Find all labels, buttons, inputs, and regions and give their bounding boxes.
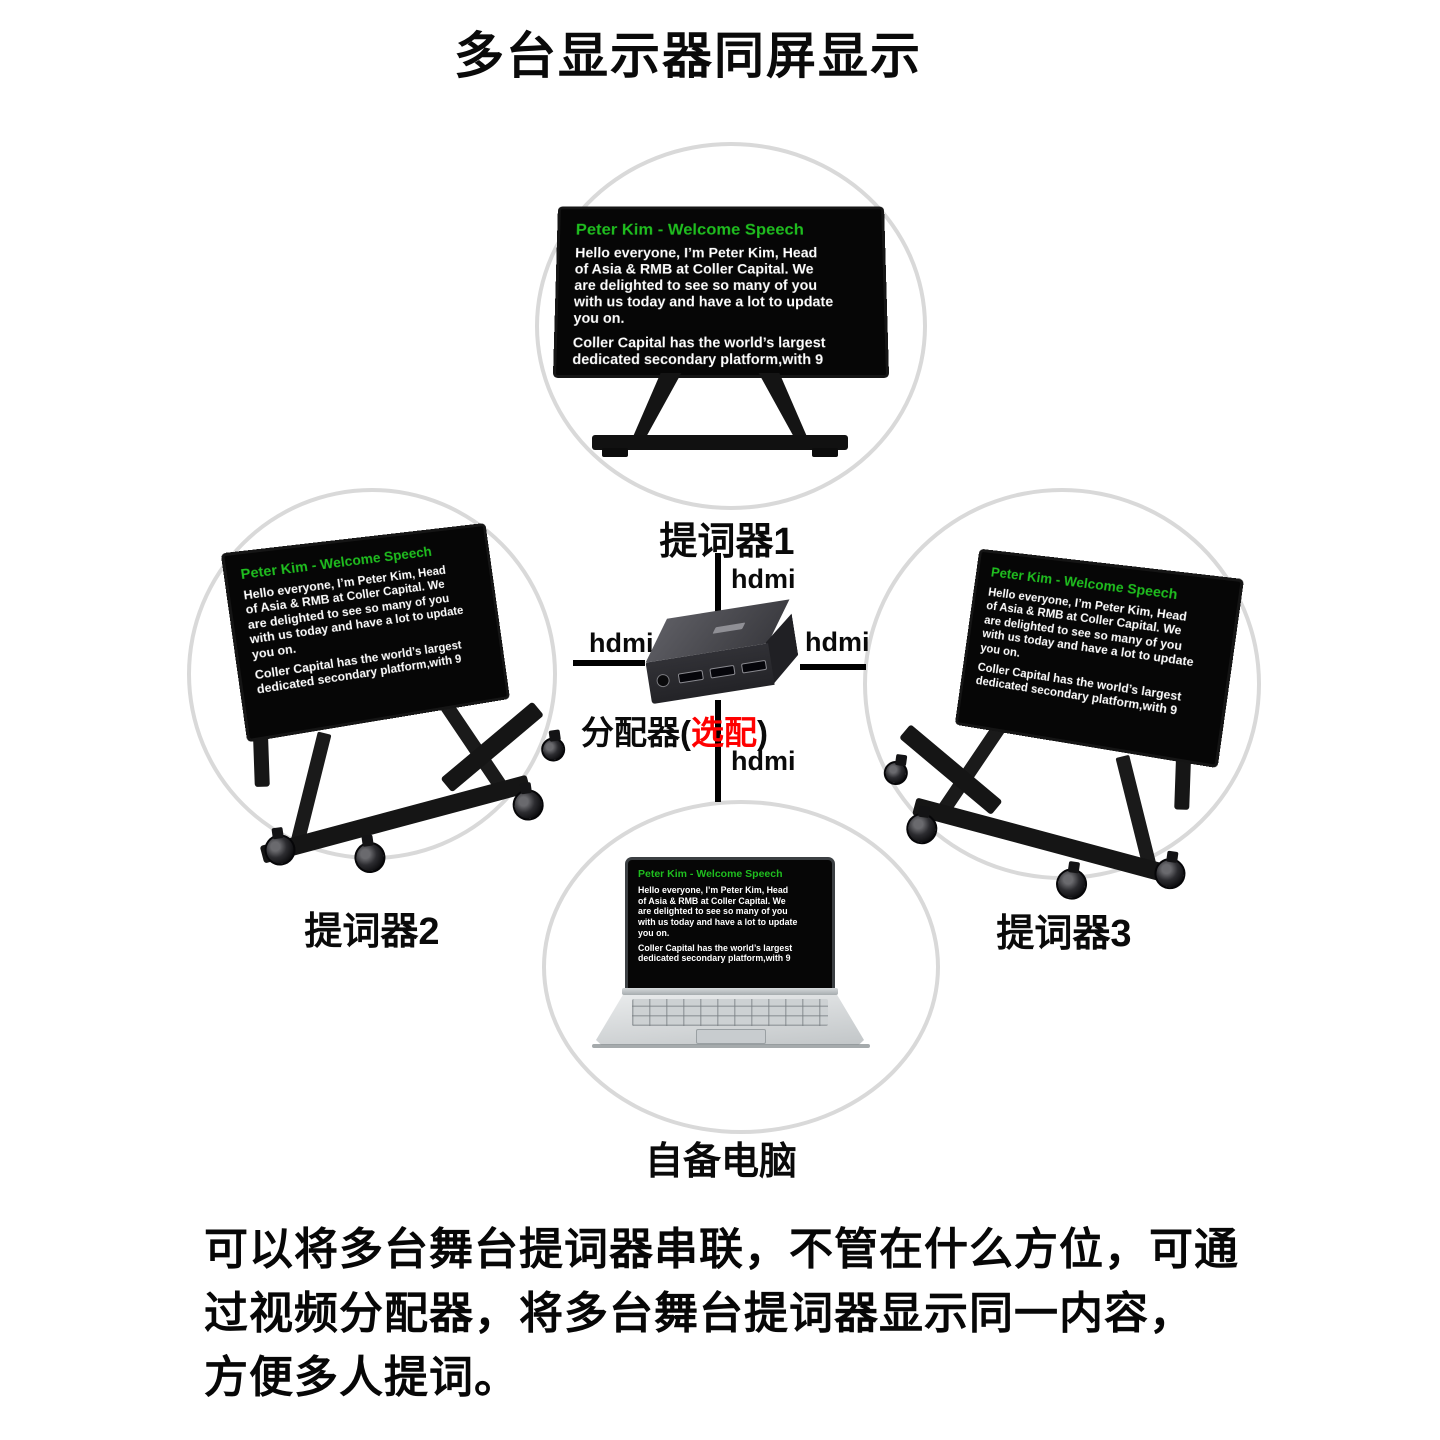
laptop-keyboard (632, 999, 828, 1026)
laptop-screen: Peter Kim - Welcome Speech Hello everyon… (628, 860, 832, 988)
hdmi-label-top: hdmi (731, 564, 796, 594)
cart-strut (1115, 754, 1157, 867)
caster-wheel (539, 735, 567, 764)
laptop: Peter Kim - Welcome Speech Hello everyon… (592, 856, 870, 1054)
caster-wheel (352, 840, 388, 876)
teleprompter-1: Peter Kim - Welcome Speech Hello everyon… (550, 195, 890, 473)
cart-strut (290, 731, 332, 844)
description-text: 可以将多台舞台提词器串联，不管在什么方位，可通 过视频分配器，将多台舞台提词器显… (204, 1225, 1239, 1402)
prompter2-label: 提词器2 (304, 911, 440, 953)
prompter1-label: 提词器1 (659, 521, 795, 563)
screen-body: Hello everyone, I’m Peter Kim, Head of A… (638, 885, 798, 938)
hdmi-port (740, 659, 768, 674)
power-port (655, 673, 671, 689)
screen-body-2: Coller Capital has the world’s largest d… (572, 335, 826, 368)
circle-prompter1 (535, 142, 927, 510)
stand-leg (632, 373, 682, 439)
hdmi-label-left: hdmi (589, 628, 654, 658)
stand-foot (602, 448, 628, 457)
teleprompter-3: Peter Kim - Welcome Speech Hello everyon… (882, 535, 1241, 902)
screen-body-2: Coller Capital has the world’s largest d… (638, 942, 793, 964)
teleprompter-2: Peter Kim - Welcome Speech Hello everyon… (213, 512, 567, 876)
teleprompter-2-screen: Peter Kim - Welcome Speech Hello everyon… (224, 526, 507, 739)
caster-wheel (882, 759, 910, 787)
hdmi-line-bottom (715, 700, 721, 802)
hdmi-port (677, 669, 704, 684)
prompter3-label: 提词器3 (996, 913, 1132, 955)
teleprompter-1-screen: Peter Kim - Welcome Speech Hello everyon… (556, 209, 886, 375)
laptop-front-edge (592, 1044, 870, 1048)
page-title: 多台显示器同屏显示 (454, 28, 922, 84)
laptop-label: 自备电脑 (644, 1141, 798, 1183)
laptop-trackpad (696, 1029, 766, 1044)
stand-leg (758, 373, 808, 439)
screen-title: Peter Kim - Welcome Speech (638, 868, 783, 880)
laptop-base (596, 995, 864, 1045)
splitter-label-suffix: ) (757, 714, 768, 751)
splitter-label-prefix: 分配器( (581, 714, 691, 751)
stand-foot (812, 448, 838, 457)
brand-logo (712, 622, 746, 634)
hdmi-line-top (715, 553, 721, 615)
splitter-label: 分配器(选配) (581, 706, 768, 754)
stand-base (592, 435, 848, 450)
hdmi-label-bottom: hdmi (731, 746, 796, 776)
circle-laptop (542, 800, 940, 1134)
splitter-label-option: 选配 (691, 714, 757, 751)
hdmi-line-left (573, 660, 645, 666)
screen-body: Hello everyone, I’m Peter Kim, Head of A… (573, 245, 834, 328)
hdmi-label-right: hdmi (805, 627, 870, 657)
hdmi-line-right (800, 664, 866, 670)
hdmi-port (709, 664, 736, 679)
laptop-hinge (622, 988, 838, 995)
screen-title: Peter Kim - Welcome Speech (575, 220, 804, 239)
caster-wheel (1054, 866, 1090, 902)
